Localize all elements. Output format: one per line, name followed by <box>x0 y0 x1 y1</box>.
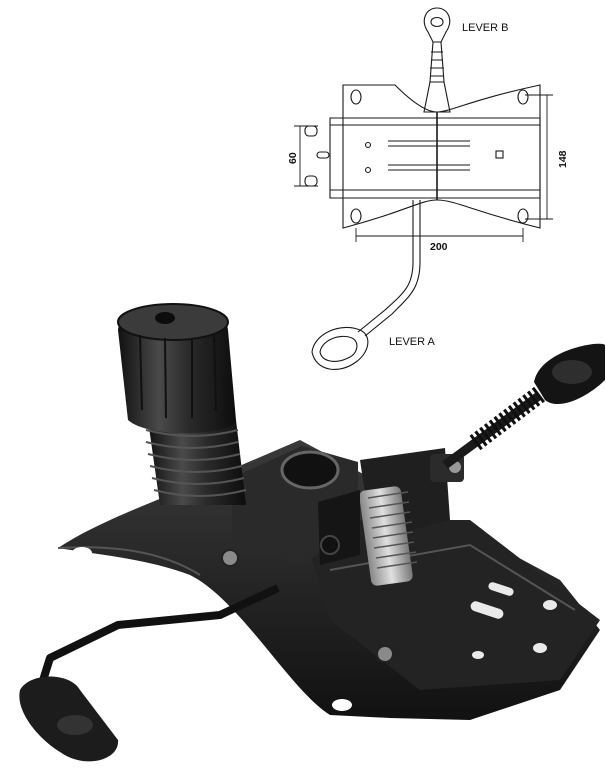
lever-b-label: LEVER B <box>462 22 508 34</box>
dimension-60: 60 <box>287 152 299 164</box>
plate-hole-bottom <box>332 699 352 711</box>
technical-drawing <box>294 7 553 370</box>
cylinder-knob <box>118 311 236 434</box>
lever-a-label: LEVER A <box>389 336 436 348</box>
lever-b-photo <box>442 343 605 469</box>
product-photo <box>19 303 605 762</box>
dimension-lines <box>294 94 553 242</box>
plate-hole-left <box>72 547 92 559</box>
gas-cylinder <box>117 303 247 505</box>
bolt-front <box>376 645 394 663</box>
lever-a-sketch <box>311 200 421 370</box>
dimension-200: 200 <box>430 241 448 253</box>
bolt-left <box>221 549 239 567</box>
plate-sketch <box>304 84 541 229</box>
dimension-148: 148 <box>557 150 569 168</box>
lever-a-photo <box>19 584 280 762</box>
tension-spring <box>318 448 464 586</box>
